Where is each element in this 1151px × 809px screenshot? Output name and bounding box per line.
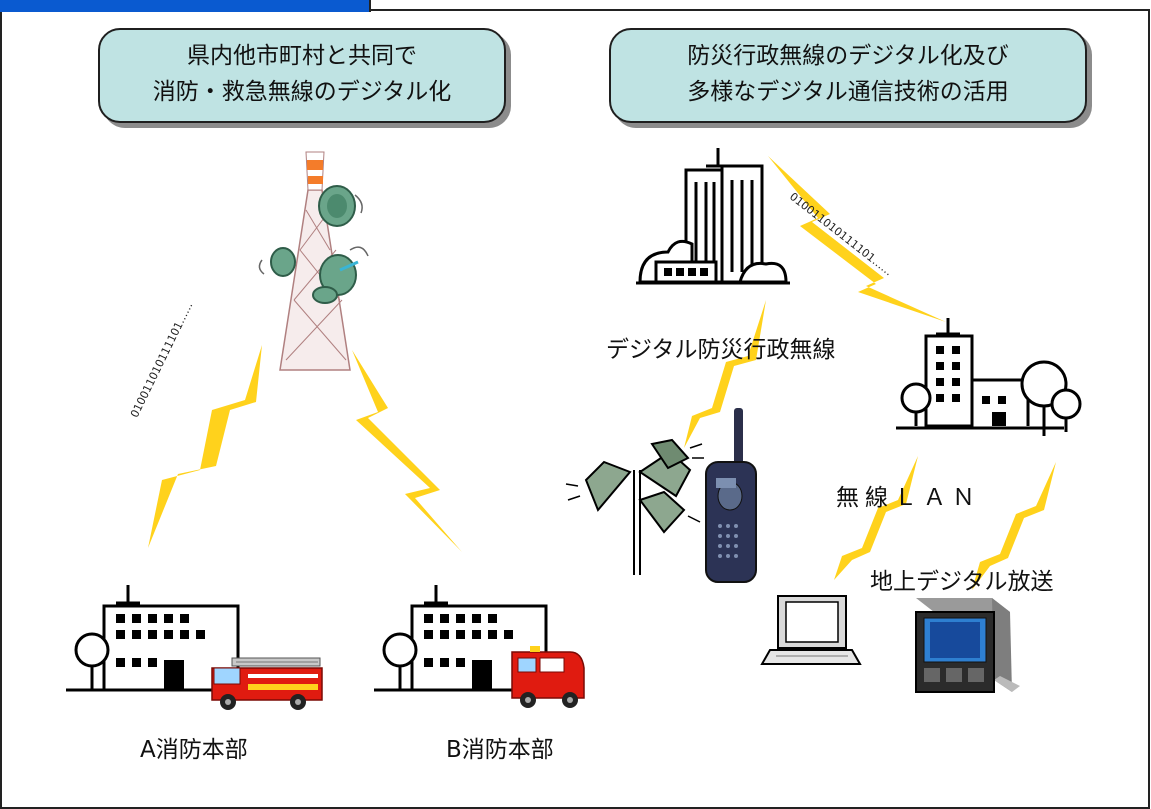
header-tab (0, 0, 370, 12)
radio-tower-icon (258, 151, 369, 371)
bolt-lan-1 (834, 456, 918, 580)
left-title-line2: 消防・救急無線のデジタル化 (152, 79, 452, 105)
wireless-lan-label: 無線ＬＡＮ (836, 485, 981, 511)
bolt-tower-to-b (352, 350, 462, 552)
left-title-box: 県内他市町村と共同で 消防・救急無線のデジタル化 (98, 28, 506, 123)
city-hall-building-icon (636, 148, 790, 285)
right-title-box: 防災行政無線のデジタル化及び 多様なデジタル通信技術の活用 (609, 28, 1087, 123)
station-b-building-icon (374, 585, 556, 692)
laptop-icon (760, 595, 862, 665)
station-a-label: A消防本部 (140, 737, 248, 763)
right-title-line2: 多様なデジタル通信技術の活用 (687, 79, 1009, 105)
branch-office-building-icon (896, 318, 1082, 436)
page-border (0, 9, 1150, 809)
outdoor-speaker-pole-icon (565, 438, 704, 575)
digital-disaster-radio-label: デジタル防災行政無線 (606, 337, 836, 363)
television-icon (915, 598, 1020, 693)
left-title-line1: 県内他市町村と共同で (187, 43, 417, 69)
bolt-cityhall-to-speakers (684, 300, 766, 448)
fire-engine-icon (511, 646, 585, 708)
handheld-radio-icon (705, 408, 757, 583)
station-a-building-icon (66, 585, 248, 692)
ladder-fire-truck-icon (211, 657, 323, 710)
station-b-label: B消防本部 (446, 737, 554, 763)
bolt-tower-to-a (148, 345, 262, 548)
bolt-lan-2 (972, 462, 1056, 590)
terrestrial-digital-label: 地上デジタル放送 (870, 569, 1054, 595)
right-title-line1: 防災行政無線のデジタル化及び (687, 43, 1009, 69)
